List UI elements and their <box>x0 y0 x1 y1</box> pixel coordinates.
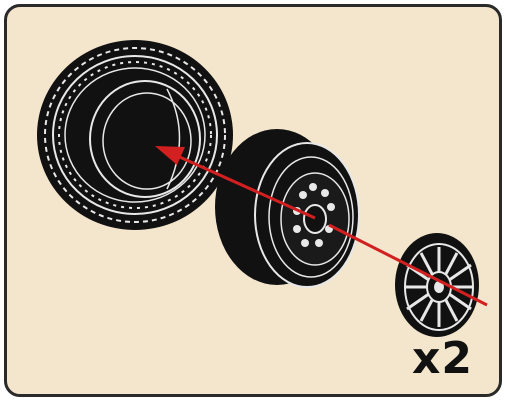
quantity-label: x2 <box>412 333 473 384</box>
hub-cap-icon <box>395 233 479 337</box>
rim-icon <box>215 129 359 287</box>
instruction-panel: x2 <box>4 4 502 397</box>
tire-icon <box>37 40 233 230</box>
